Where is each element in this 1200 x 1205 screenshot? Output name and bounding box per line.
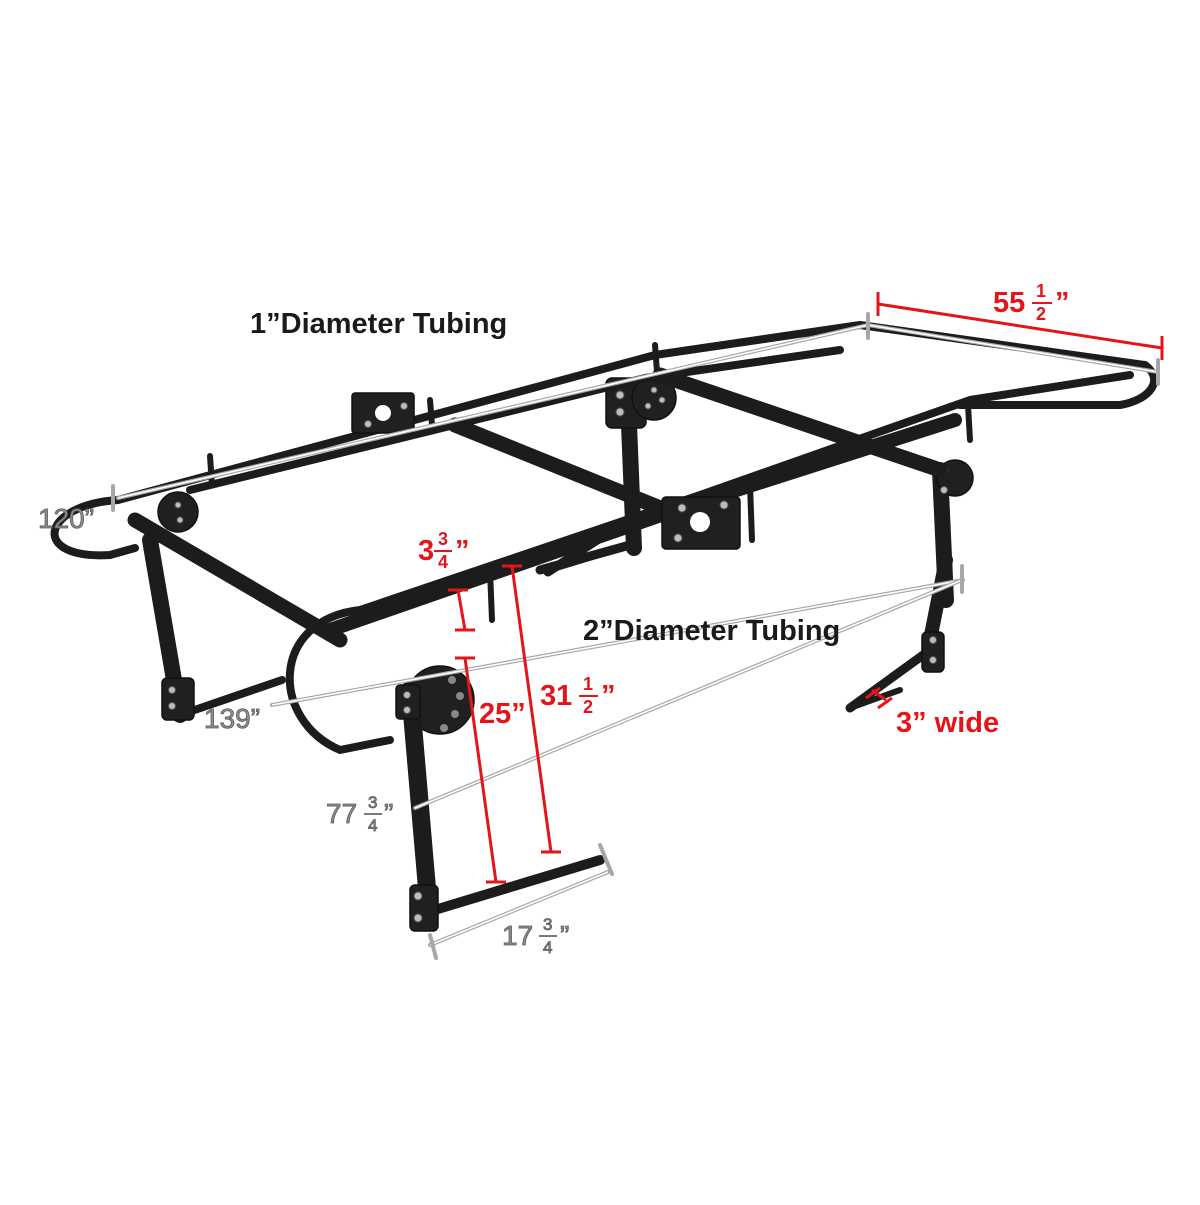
grey-dimension-lines [111, 312, 1160, 960]
foot-width-label: 3” wide [896, 707, 999, 739]
svg-text:2: 2 [583, 697, 593, 717]
svg-text:”: ” [601, 680, 616, 712]
svg-text:4: 4 [368, 816, 377, 835]
svg-text:1: 1 [583, 674, 593, 694]
tubing-1in-label: 1”Diameter Tubing [250, 308, 507, 340]
leg-bracket [161, 677, 195, 721]
svg-text:3: 3 [543, 915, 552, 934]
svg-text:55: 55 [993, 287, 1025, 319]
svg-text:2: 2 [1036, 304, 1046, 324]
leg-bracket [921, 631, 945, 673]
red-dimension-lines [448, 292, 1164, 884]
front-rail [285, 371, 1134, 754]
svg-text:”: ” [455, 535, 470, 567]
svg-text:4: 4 [438, 552, 448, 572]
height-31-label: 31 1 2 ” [540, 674, 616, 717]
top-rail-1in [50, 321, 1159, 560]
adjust-disc [157, 491, 199, 533]
svg-text:”: ” [384, 798, 393, 829]
svg-text:3: 3 [418, 535, 434, 567]
labels: 1”Diameter Tubing 2”Diameter Tubing 55 1… [38, 281, 1070, 957]
svg-text:17: 17 [502, 920, 533, 951]
svg-text:3: 3 [438, 529, 448, 549]
far-right-leg [845, 459, 974, 713]
svg-text:77: 77 [326, 798, 357, 829]
svg-text:1: 1 [1036, 281, 1046, 301]
height-25-label: 25” [479, 698, 526, 730]
svg-text:31: 31 [540, 680, 572, 712]
svg-text:4: 4 [543, 938, 552, 957]
svg-text:3: 3 [368, 793, 377, 812]
width-top-label: 55 1 2 ” [993, 281, 1070, 324]
foot-bracket [409, 884, 439, 932]
length-120-label: 120” [38, 503, 94, 534]
svg-text:”: ” [1055, 287, 1070, 319]
foot-17-label: 17 3 4 ” [502, 915, 570, 958]
crossbars-2in [127, 367, 948, 648]
front-left-leg [395, 665, 605, 932]
tubing-2in-label: 2”Diameter Tubing [583, 615, 840, 647]
length-139-label: 139” [204, 703, 260, 734]
back-left-leg [142, 491, 286, 723]
width-77-label: 77 3 4 ” [326, 793, 394, 836]
svg-text:”: ” [560, 920, 569, 951]
height-gap-label: 3 3 4 ” [418, 529, 470, 572]
